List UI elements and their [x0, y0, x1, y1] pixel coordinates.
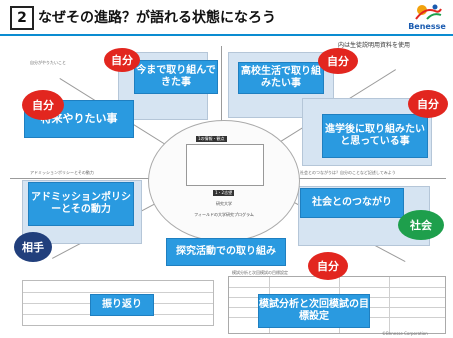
section-number: 2 — [10, 6, 34, 30]
self-bubble: 自分 — [22, 90, 64, 120]
benesse-mark-icon — [415, 4, 442, 20]
divider-line — [221, 46, 222, 122]
society-block: 社会とのつながり — [300, 188, 404, 218]
divider-line — [298, 178, 446, 179]
self-bubble: 自分 — [318, 48, 358, 74]
slide-header: 2 なぜその進路？が語れる状態になろう Benesse — [0, 0, 453, 36]
slide-title: なぜその進路？が語れる状態になろう — [38, 10, 276, 26]
inquiry-block: 探究活動での取り組み — [166, 238, 286, 266]
analysis-heading-text: 模試分析と次回模試の目標設定 — [232, 270, 288, 275]
ap-heading-text: アドミッションポリシーとその動力 — [30, 170, 94, 175]
ap-block: アドミッションポリシーとその動力 — [28, 182, 134, 226]
past-block: 今まで取り組んできた事 — [134, 60, 218, 94]
note-text: 内は生徒説明用資料を使用 — [338, 42, 411, 49]
left-top-text: 自分がやりたいこと — [30, 60, 66, 65]
self-bubble: 自分 — [408, 90, 448, 118]
benesse-logo: Benesse — [405, 3, 449, 33]
hub-label: 1・2志望 — [213, 190, 235, 196]
divider-line — [10, 178, 150, 179]
review-block: 振り返り — [90, 294, 154, 316]
hub-label: 1の情報・観点 — [196, 136, 227, 142]
self-bubble: 自分 — [308, 252, 348, 280]
copyright: ©Benesse Corporation — [382, 331, 428, 336]
hub-school: 研究大学 — [216, 201, 232, 206]
hs-block: 高校生活で取り組みたい事 — [238, 62, 324, 94]
hub-note-box — [186, 144, 264, 186]
hub-sub: フィールドの大学研究プログラム — [194, 212, 254, 217]
self-bubble: 自分 — [104, 48, 140, 72]
society-bubble: 社会 — [398, 210, 444, 240]
partner-bubble: 相手 — [14, 232, 52, 262]
after-block: 進学後に取り組みたいと思っている事 — [322, 114, 428, 158]
brand-name: Benesse — [408, 22, 446, 31]
society-heading-text: 社会とのつながりは？自分のことなど記述してみよう — [300, 170, 396, 175]
mock-block: 模試分析と次回模試の目標設定 — [258, 294, 370, 328]
